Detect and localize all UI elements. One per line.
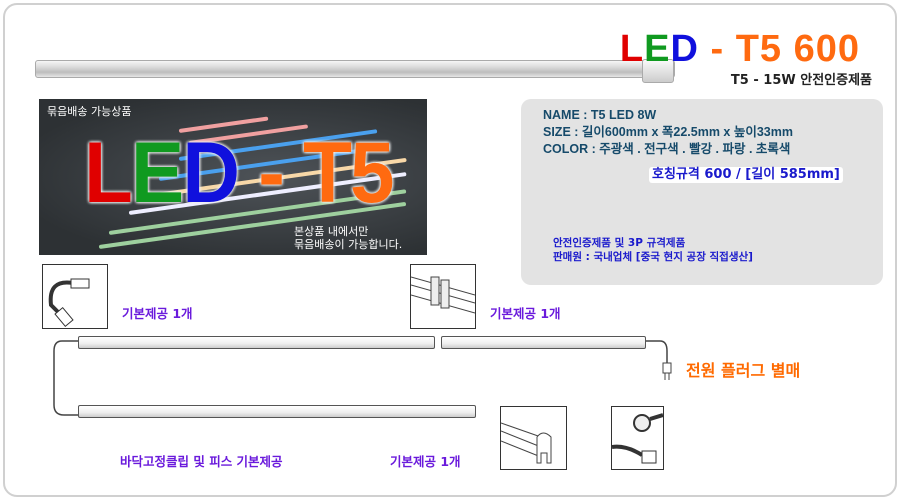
fixture-tube-1 <box>78 336 435 349</box>
spec-panel: NAME : T5 LED 8W SIZE : 길이600mm x 폭22.5m… <box>521 99 883 285</box>
wiring-diagram <box>53 340 672 416</box>
endcap-thumb <box>500 406 567 470</box>
product-subtitle: T5 - 15W 안전인증제품 <box>730 73 872 88</box>
connector-label: 기본제공 1개 <box>122 306 193 321</box>
clip-label: 바닥고정클립 및 피스 기본제공 <box>120 454 283 469</box>
joiner-label: 기본제공 1개 <box>490 306 561 321</box>
hero-tube-image <box>35 59 675 83</box>
fixture-tube-3 <box>78 405 476 418</box>
product-title: LED - T5 600 <box>619 28 860 70</box>
photo-title: LED - T5 <box>84 124 394 221</box>
spec-size: SIZE : 길이600mm x 폭22.5mm x 높이33mm <box>543 125 793 139</box>
joiner-thumb <box>410 264 476 329</box>
connector-cable-thumb <box>42 264 108 329</box>
endcap-label: 기본제공 1개 <box>390 454 461 469</box>
bundle-caption: 묶음배송 가능상품 <box>47 105 132 118</box>
fixture-tube-2 <box>441 336 646 349</box>
plug-cable-thumb <box>611 406 664 470</box>
spec-color: COLOR : 주광색 . 전구색 . 빨강 . 파랑 . 초록색 <box>543 142 791 156</box>
spec-name: NAME : T5 LED 8W <box>543 108 657 122</box>
plug-label: 전원 플러그 별매 <box>686 361 801 380</box>
spec-standard: 호칭규격 600 / [길이 585mm] <box>649 167 843 183</box>
